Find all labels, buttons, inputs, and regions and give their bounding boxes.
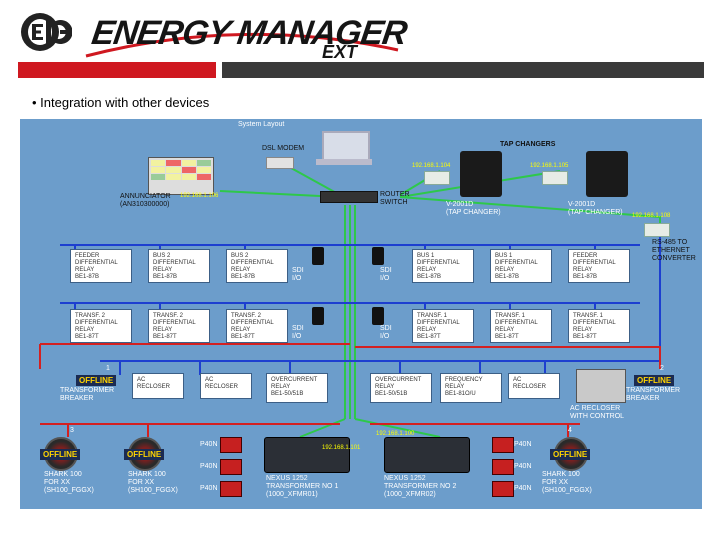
header-red-bar — [18, 62, 216, 78]
tap-changer-1-icon — [460, 151, 502, 197]
laptop-base-icon — [316, 159, 372, 165]
brand-logo: ENERGY MANAGER EXT — [82, 14, 409, 62]
p40n-display-icon — [220, 437, 242, 453]
sdi-device-icon — [312, 247, 324, 265]
sdi-device-icon — [312, 307, 324, 325]
port-label: 4 — [568, 427, 572, 434]
shark-meter-label: SHARK 100 FOR XX (SH100_FGGX) — [128, 471, 178, 494]
system-layout-title: System Layout — [238, 121, 285, 128]
laptop-icon — [322, 131, 370, 163]
offline-badge: OFFLINE — [550, 449, 591, 460]
offline-badge: OFFLINE — [124, 449, 165, 460]
ip-label-2: 192.168.1.104 — [412, 163, 451, 169]
relay-box: BUS 1 DIFFERENTIAL RELAY BE1-87B — [490, 249, 552, 283]
recloser-control-icon — [576, 369, 626, 403]
sdi-label: SDI I/O — [292, 267, 304, 282]
transformer-breaker-label: TRANSFORMER BREAKER — [626, 387, 681, 402]
ip-label-3: 192.168.1.105 — [530, 163, 569, 169]
ip-label-5: 192.168.1.101 — [322, 445, 361, 451]
annunciator-label: ANNUNCIATOR (AN310300000) — [120, 193, 171, 208]
offline-badge: OFFLINE — [76, 375, 117, 386]
p40n-label: P40N — [514, 441, 532, 448]
p40n-label: P40N — [200, 463, 218, 470]
tap-changer-1-label: V-2001D (TAP CHANGER) — [446, 201, 501, 216]
dsl-modem-label: DSL MODEM — [262, 145, 305, 152]
converter-icon — [424, 171, 450, 185]
sdi-label: SDI I/O — [380, 325, 392, 340]
converter-icon — [542, 171, 568, 185]
relay-box: FREQUENCY RELAY BE1-81O/U — [440, 373, 502, 403]
ip-label-6: 192.168.1.100 — [376, 431, 415, 437]
p40n-display-icon — [220, 459, 242, 475]
sdi-device-icon — [372, 247, 384, 265]
p40n-display-icon — [220, 481, 242, 497]
nexus-1252-label: NEXUS 1252 TRANSFORMER NO 2 (1000_XFMR02… — [384, 475, 457, 498]
ethernet-converter-icon — [644, 223, 670, 237]
ethernet-converter-label: RS-485 TO ETHERNET CONVERTER — [652, 239, 696, 262]
port-label: 3 — [70, 427, 74, 434]
relay-box: FEEDER DIFFERENTIAL RELAY BE1-87B — [568, 249, 630, 283]
bullet-text: • Integration with other devices — [32, 95, 210, 110]
p40n-label: P40N — [514, 463, 532, 470]
p40n-display-icon — [492, 437, 514, 453]
ip-label-1: 192.168.1.106 — [180, 193, 219, 199]
relay-box: TRANSF. 1 DIFFERENTIAL RELAY BE1-87T — [568, 309, 630, 343]
offline-badge: OFFLINE — [634, 375, 675, 386]
dsl-modem-icon — [266, 157, 294, 169]
p40n-display-icon — [492, 459, 514, 475]
sdi-label: SDI I/O — [380, 267, 392, 282]
brand-title: ENERGY MANAGER — [89, 14, 409, 52]
tap-changers-label: TAP CHANGERS — [500, 141, 556, 148]
shark-meter-label: SHARK 100 FOR XX (SH100_FGGX) — [44, 471, 94, 494]
tap-changer-2-label: V-2001D (TAP CHANGER) — [568, 201, 623, 216]
relay-box: OVERCURRENT RELAY BE1-50/51B — [370, 373, 432, 403]
shark-meter-label: SHARK 100 FOR XX (SH100_FGGX) — [542, 471, 592, 494]
relay-box: TRANSF. 2 DIFFERENTIAL RELAY BE1-87T — [70, 309, 132, 343]
eig-logo — [21, 13, 72, 51]
p40n-label: P40N — [200, 441, 218, 448]
p40n-display-icon — [492, 481, 514, 497]
network-lines — [39, 162, 661, 438]
recloser-box: AC RECLOSER — [132, 373, 184, 399]
tap-changer-2-icon — [586, 151, 628, 197]
brand-swoosh — [85, 32, 399, 58]
relay-box: TRANSF. 1 DIFFERENTIAL RELAY BE1-87T — [490, 309, 552, 343]
transformer-breaker-label: TRANSFORMER BREAKER — [60, 387, 115, 402]
relay-box: TRANSF. 2 DIFFERENTIAL RELAY BE1-87T — [148, 309, 210, 343]
ip-label-4: 192.168.1.108 — [632, 213, 671, 219]
p40n-label: P40N — [200, 485, 218, 492]
port-label: 1 — [106, 365, 110, 372]
brand-subtitle: EXT — [322, 42, 358, 62]
nexus-1252-icon — [264, 437, 350, 473]
recloser-box: AC RECLOSER — [508, 373, 560, 399]
p40n-label: P40N — [514, 485, 532, 492]
port-label: 2 — [660, 365, 664, 372]
sdi-label: SDI I/O — [292, 325, 304, 340]
router-switch-icon — [320, 191, 378, 203]
relay-box: FEEDER DIFFERENTIAL RELAY BE1-87B — [70, 249, 132, 283]
annunciator-panel — [148, 157, 214, 195]
offline-badge: OFFLINE — [40, 449, 81, 460]
relay-box: TRANSF. 1 DIFFERENTIAL RELAY BE1-87T — [412, 309, 474, 343]
relay-box: BUS 1 DIFFERENTIAL RELAY BE1-87B — [412, 249, 474, 283]
nexus-1252-label: NEXUS 1252 TRANSFORMER NO 1 (1000_XFMR01… — [266, 475, 339, 498]
relay-box: BUS 2 DIFFERENTIAL RELAY BE1-87B — [148, 249, 210, 283]
recloser-control-label: AC RECLOSER WITH CONTROL — [570, 405, 625, 420]
relay-box: BUS 2 DIFFERENTIAL RELAY BE1-87B — [226, 249, 288, 283]
recloser-box: AC RECLOSER — [200, 373, 252, 399]
relay-box: TRANSF. 2 DIFFERENTIAL RELAY BE1-87T — [226, 309, 288, 343]
system-layout-diagram: System Layout TAP CHANGERS DSL MODEM ROU… — [20, 119, 702, 509]
sdi-device-icon — [372, 307, 384, 325]
nexus-1252-icon — [384, 437, 470, 473]
router-switch-label: ROUTER SWITCH — [380, 191, 410, 206]
relay-box: OVERCURRENT RELAY BE1-50/51B — [266, 373, 328, 403]
header-gray-bar — [222, 62, 704, 78]
